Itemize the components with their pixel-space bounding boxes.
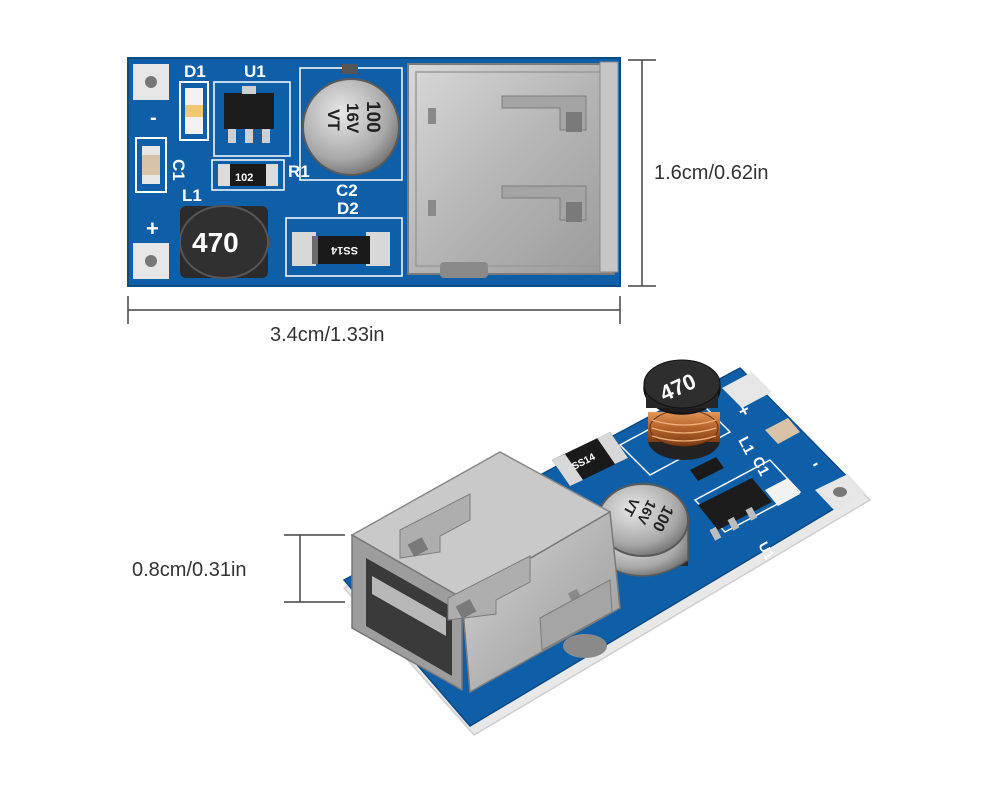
dimension-height: 1.6cm/0.62in [654, 162, 769, 184]
led-persp-d1 [765, 478, 800, 506]
cap-persp-c1 [765, 418, 800, 444]
cap-series: VT [324, 109, 343, 131]
silk-plus: + [146, 216, 159, 241]
silk-minus: - [150, 107, 157, 129]
capacitor-c2 [302, 78, 400, 176]
capacitor-c1 [142, 146, 160, 184]
perspective-view-board: + - C1 L1 U1 SS14 470 100 16V VT [342, 359, 872, 736]
silk-c1: C1 [169, 159, 188, 181]
silk-r1: R1 [288, 162, 310, 181]
resistor-r1 [218, 164, 278, 186]
ic-u1 [224, 93, 274, 129]
pad-persp-plus [722, 372, 772, 408]
svg-text:U1: U1 [755, 539, 778, 563]
inductor-value: 470 [192, 227, 239, 258]
resistor-persp [690, 457, 724, 481]
dimension-width: 3.4cm/1.33in [270, 324, 385, 346]
resistor-code: 102 [235, 172, 253, 184]
cap-voltage: 16V [343, 103, 362, 134]
diode-d2 [312, 236, 370, 264]
cap-value: 100 [362, 101, 383, 133]
dimension-thickness: 0.8cm/0.31in [132, 559, 247, 581]
top-view-board: D1 U1 - + C1 L1 R1 C2 D2 102 [127, 57, 621, 287]
silk-d1: D1 [184, 62, 206, 81]
ic-persp-u1 [698, 478, 772, 530]
usb-persp-side [461, 510, 621, 694]
silk-l1: L1 [182, 186, 202, 205]
silk-d2: D2 [337, 199, 359, 218]
svg-text:L1: L1 [734, 434, 757, 457]
svg-text:VT: VT [620, 495, 643, 519]
silk-c2: C2 [336, 181, 358, 200]
diode-code: SS14 [330, 244, 358, 256]
dimension-lines [127, 59, 656, 603]
silk-u1: U1 [244, 62, 266, 81]
